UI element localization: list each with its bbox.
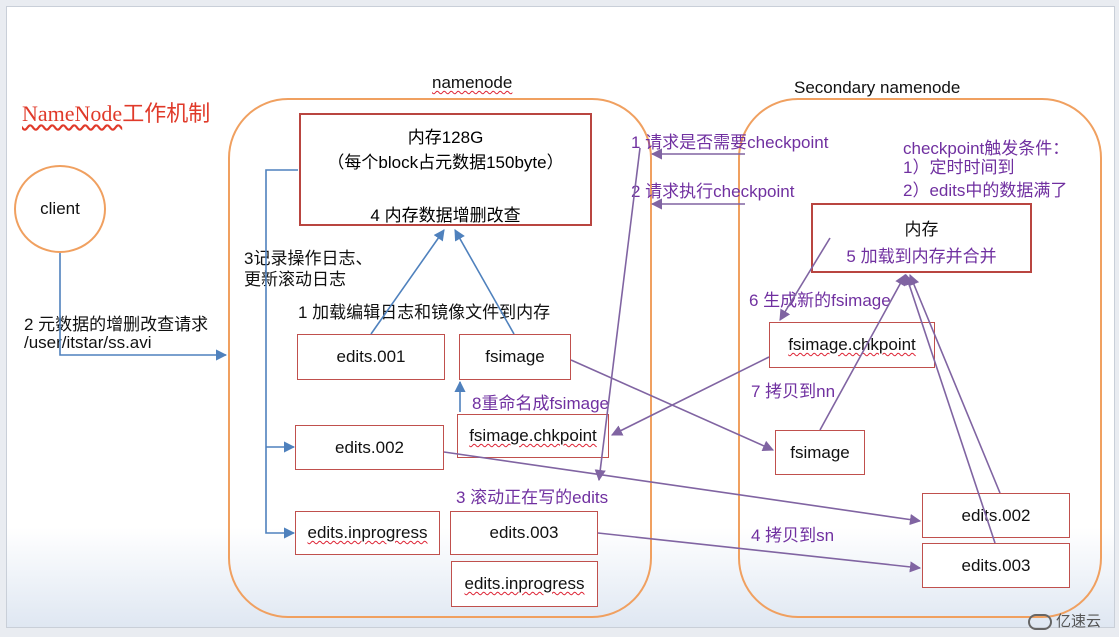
secondary-namenode-label: Secondary namenode (794, 78, 961, 97)
arrow-copy-to-nn (610, 356, 770, 436)
arrow-copy-edits003 (597, 532, 922, 573)
trigger-title: checkpoint触发条件： (903, 139, 1070, 158)
sn-fsimage-chkpoint: fsimage.chkpoint (769, 322, 935, 368)
nn-edits-001: edits.001 (297, 334, 445, 380)
arrow-log-bracket (265, 169, 298, 539)
trigger-condition-1: 1）定时时间到 (903, 158, 1015, 177)
arrow-load-sn-edits003 (903, 273, 996, 544)
load-note: 1 加载编辑日志和镜像文件到内存 (298, 303, 551, 322)
namenode-label: namenode (432, 73, 513, 92)
secondary-merge-note: 5 加载到内存并合并 (846, 247, 997, 266)
arrow-load-edits (370, 229, 445, 335)
nn-edits-003: edits.003 (450, 511, 598, 555)
nn-edits-inprogress-left: edits.inprogress (295, 511, 440, 555)
watermark: 亿速云 (1027, 610, 1101, 631)
nn-edits-inprogress-bottom: edits.inprogress (451, 561, 598, 607)
roll-note: 3 滚动正在写的edits (456, 488, 609, 507)
log-note-1: 3记录操作日志、 (244, 249, 373, 268)
copy-to-sn-note: 4 拷贝到sn (751, 526, 835, 545)
arrow-client-request (59, 253, 228, 361)
client-node: client (14, 165, 106, 253)
secondary-memory-label: 内存 (904, 220, 939, 239)
memory-note: （每个block占元数据150byte） (327, 153, 564, 172)
memory-size: 内存128G (407, 128, 484, 147)
namenode-group (228, 98, 652, 618)
arrow-load-sn-fsimage (819, 274, 906, 431)
nn-fsimage-chkpoint: fsimage.chkpoint (457, 414, 609, 458)
secondary-memory-box: 内存 5 加载到内存并合并 (811, 203, 1032, 273)
arrow-copy-edits002 (443, 451, 922, 526)
client-request-path: /user/itstar/ss.avi (24, 333, 152, 352)
generate-fsimage-note: 6 生成新的fsimage (749, 291, 891, 310)
arrow-load-sn-edits002 (908, 273, 1001, 494)
sn-edits-002: edits.002 (922, 493, 1070, 538)
log-note-2: 更新滚动日志 (244, 270, 346, 289)
nn-edits-002: edits.002 (295, 425, 444, 470)
rename-note: 8重命名成fsimage (472, 394, 609, 413)
cloud-logo-icon (1027, 614, 1052, 631)
request-execute-checkpoint: 2 请求执行checkpoint (631, 182, 795, 201)
diagram-title: NameNode工作机制 (22, 101, 211, 126)
nn-fsimage: fsimage (459, 334, 571, 380)
sn-fsimage: fsimage (775, 430, 865, 475)
arrow-roll-edits (594, 147, 641, 482)
arrow-load-fsimage (454, 229, 515, 335)
request-checkpoint-needed: 1 请求是否需要checkpoint (631, 133, 829, 152)
copy-to-nn-note: 7 拷贝到nn (751, 382, 836, 401)
namenode-memory-box: 内存128G （每个block占元数据150byte） 4 内存数据增删改查 (299, 113, 592, 226)
sn-edits-003: edits.003 (922, 543, 1070, 588)
memory-crud: 4 内存数据增删改查 (370, 206, 521, 225)
trigger-condition-2: 2）edits中的数据满了 (903, 181, 1068, 200)
client-request-label: 2 元数据的增删改查请求 (24, 315, 209, 334)
arrow-generate (779, 237, 831, 321)
secondary-namenode-group (738, 98, 1102, 618)
